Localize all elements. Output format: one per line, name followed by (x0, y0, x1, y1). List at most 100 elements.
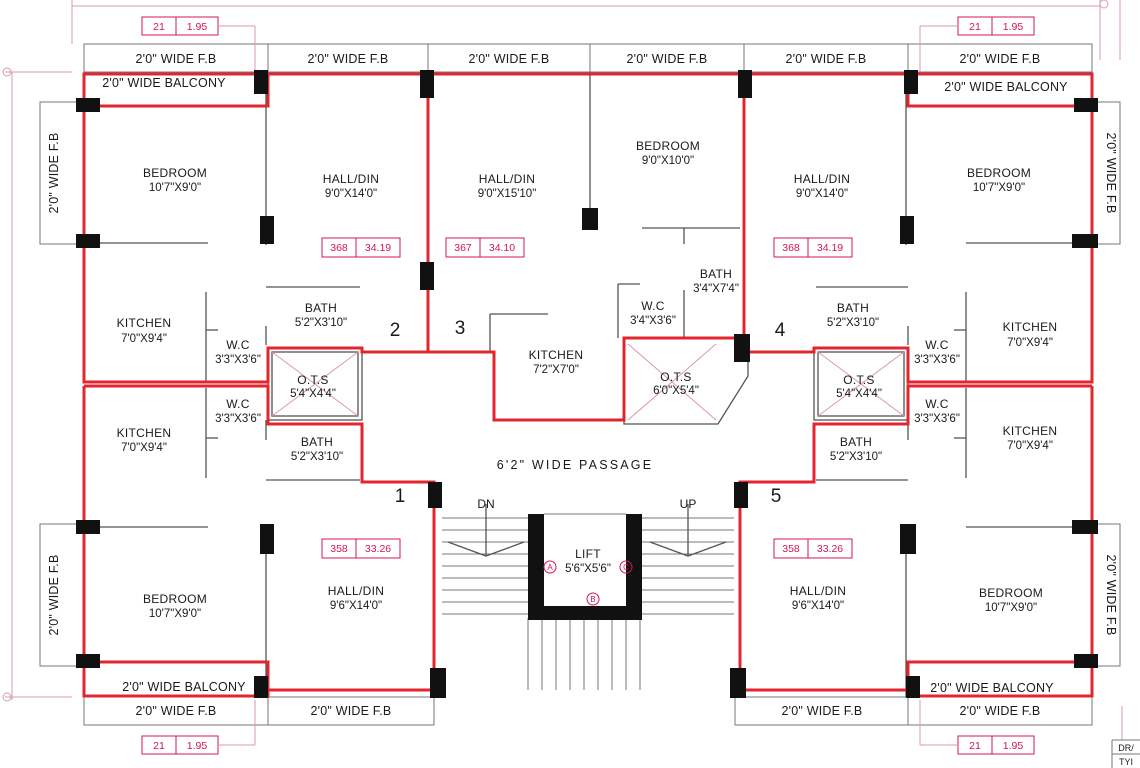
hall1-name: HALL/DIN (328, 584, 384, 598)
ots-c-name: O.T.S (660, 370, 692, 384)
tag-br-a: 21 (969, 740, 981, 752)
ots-l-size: 5'4"X4'4" (290, 388, 336, 400)
bath-br-name: BATH (840, 435, 872, 449)
kit-tr-name: KITCHEN (1003, 320, 1058, 334)
kit-tr-size: 7'0"X9'4" (1007, 337, 1053, 349)
unit3-tag-a: 367 (454, 242, 472, 254)
wc-tl-name: W.C (226, 338, 250, 352)
bath-bl-name: BATH (301, 435, 333, 449)
kit3-name: KITCHEN (529, 348, 584, 362)
fb-right-upper: 2'0" WIDE F.B (1104, 133, 1118, 214)
fb-top-4: 2'0" WIDE F.B (627, 52, 708, 66)
unit4-tag-b: 34.19 (817, 242, 843, 254)
bath-tl-size: 5'2"X3'10" (295, 317, 347, 329)
bath-tr-name: BATH (837, 301, 869, 315)
balcony-tl: 2'0" WIDE BALCONY (102, 76, 226, 90)
fb-strip-bottom (83, 696, 1093, 726)
fb-strip-sides (39, 101, 1121, 667)
wc-bl-size: 3'3"X3'6" (215, 413, 261, 425)
unit-number-1: 1 (395, 486, 406, 507)
fb-top-6: 2'0" WIDE F.B (960, 52, 1041, 66)
tag-bl-b: 1.95 (187, 740, 208, 752)
bed-tr-name: BEDROOM (967, 166, 1031, 180)
unit-number-2: 2 (390, 320, 401, 341)
kit-tl-size: 7'0"X9'4" (121, 333, 167, 345)
kit-bl-name: KITCHEN (117, 426, 172, 440)
wc-tl-size: 3'3"X3'6" (215, 354, 261, 366)
lift-name: LIFT (575, 547, 601, 561)
bath3-size: 3'4"X7'4" (693, 283, 739, 295)
fb-right-lower: 2'0" WIDE F.B (1104, 555, 1118, 636)
balcony-tr: 2'0" WIDE BALCONY (944, 80, 1068, 94)
bath-tr-size: 5'2"X3'10" (827, 317, 879, 329)
stair-down-label: DN (477, 497, 494, 511)
ots-r-name: O.T.S (843, 373, 875, 387)
tag-tl-b: 1.95 (187, 21, 208, 33)
unit5-tag-b: 33.26 (817, 543, 843, 555)
fb-top-3: 2'0" WIDE F.B (469, 52, 550, 66)
bath-br-size: 5'2"X3'10" (830, 451, 882, 463)
unit3-tag-b: 34.10 (489, 242, 515, 254)
tag-tr-b: 1.95 (1003, 21, 1024, 33)
bed-tl-name: BEDROOM (143, 166, 207, 180)
balcony-labels: 2'0" WIDE BALCONY 2'0" WIDE BALCONY 2'0"… (102, 76, 1068, 695)
bed-tl-size: 10'7"X9'0" (149, 182, 201, 194)
tag-tl-a: 21 (153, 21, 165, 33)
bed3-size: 9'0"X10'0" (642, 155, 694, 167)
unit1-tag-b: 33.26 (365, 543, 391, 555)
unit2-tag-a: 368 (330, 242, 348, 254)
kit-tl-name: KITCHEN (117, 316, 172, 330)
grid-mark-c: C (623, 563, 629, 572)
kit3-size: 7'2"X7'0" (533, 364, 579, 376)
wc-tr-name: W.C (925, 338, 949, 352)
fb-left-lower: 2'0" WIDE F.B (47, 555, 61, 636)
balcony-bl: 2'0" WIDE BALCONY (122, 680, 246, 694)
wc-bl-name: W.C (226, 397, 250, 411)
title-block: DR/ TYI (1111, 739, 1140, 768)
interior-walls (84, 72, 1092, 697)
unit-number-4: 4 (775, 320, 786, 341)
hall5-name: HALL/DIN (790, 584, 846, 598)
bed-br-name: BEDROOM (979, 586, 1043, 600)
unit4-tag-a: 368 (782, 242, 800, 254)
bed3-name: BEDROOM (636, 139, 700, 153)
hall3-name: HALL/DIN (479, 172, 535, 186)
kit-br-size: 7'0"X9'4" (1007, 440, 1053, 452)
fb-left-upper: 2'0" WIDE F.B (47, 133, 61, 214)
passage-label: 6'2" WIDE PASSAGE (497, 458, 654, 472)
balcony-br: 2'0" WIDE BALCONY (930, 681, 1054, 695)
hall1-size: 9'6"X14'0" (330, 600, 382, 612)
bed-bl-name: BEDROOM (143, 592, 207, 606)
fb-strip-top (83, 43, 1093, 73)
bed-br-size: 10'7"X9'0" (985, 602, 1037, 614)
stair-up-label: UP (680, 497, 697, 511)
ots-r-size: 5'4"X4'4" (836, 388, 882, 400)
hall3-size: 9'0"X15'10" (478, 188, 537, 200)
hall4-size: 9'0"X14'0" (796, 188, 848, 200)
hall5-size: 9'6"X14'0" (792, 600, 844, 612)
stair (442, 504, 734, 690)
wc-br-size: 3'3"X3'6" (914, 413, 960, 425)
hall2-size: 9'0"X14'0" (325, 188, 377, 200)
wc-tr-size: 3'3"X3'6" (914, 354, 960, 366)
dimension-lines (2, 0, 1123, 740)
bed-tr-size: 10'7"X9'0" (973, 182, 1025, 194)
kit-br-name: KITCHEN (1003, 424, 1058, 438)
fb-bot-1: 2'0" WIDE F.B (136, 704, 217, 718)
unit1-tag-a: 358 (330, 543, 348, 555)
fb-labels: 2'0" WIDE F.B 2'0" WIDE F.B 2'0" WIDE F.… (47, 52, 1118, 718)
bath-tl-name: BATH (305, 301, 337, 315)
wc3-name: W.C (641, 299, 665, 313)
tag-tr-a: 21 (969, 21, 981, 33)
unit-number-5: 5 (771, 486, 782, 507)
lift-shaft (528, 513, 642, 620)
bed-bl-size: 10'7"X9'0" (149, 608, 201, 620)
unit-tag-labels: 368 34.19 367 34.10 368 34.19 358 33.26 … (330, 242, 843, 555)
bath-bl-size: 5'2"X3'10" (291, 451, 343, 463)
fb-top-5: 2'0" WIDE F.B (786, 52, 867, 66)
tag-bl-a: 21 (153, 740, 165, 752)
hall4-name: HALL/DIN (794, 172, 850, 186)
tag-br-b: 1.95 (1003, 740, 1024, 752)
unit2-tag-b: 34.19 (365, 242, 391, 254)
